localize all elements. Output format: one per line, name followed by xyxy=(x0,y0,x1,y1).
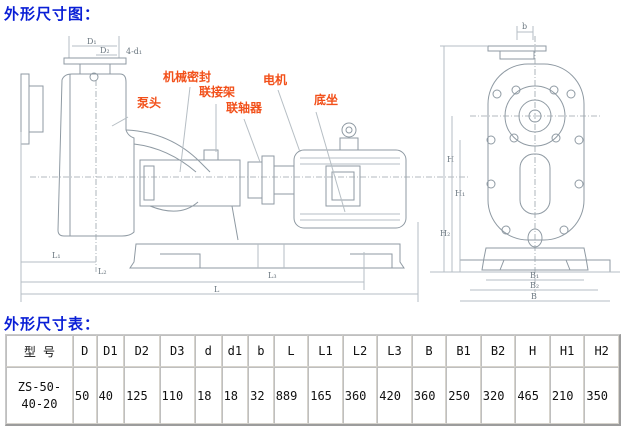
dim-label-h2: H₂ xyxy=(440,229,450,238)
pump-casing xyxy=(57,73,135,237)
header-cell: D xyxy=(72,335,97,367)
dim-label-l1: L₁ xyxy=(52,251,61,260)
header-cell: H xyxy=(515,335,550,367)
value-cell: 40 xyxy=(96,367,125,424)
value-cell: 360 xyxy=(342,367,378,424)
label-motor: 电机 xyxy=(263,72,287,87)
pump-outline-drawing: D₁ D₂ 4-d₁ xyxy=(20,22,620,302)
discharge-flange xyxy=(63,57,127,65)
value-cell: 320 xyxy=(480,367,516,424)
header-cell: L2 xyxy=(342,335,378,367)
dim-label-b2: B₂ xyxy=(530,281,539,290)
dimension-table: 型 号 D D1 D2 D3 d d1 b L L1 L2 L3 B B1 B2… xyxy=(5,334,621,426)
dim-label-h: H xyxy=(447,155,454,164)
value-cell: 32 xyxy=(248,367,274,424)
dim-label-b1: B₁ xyxy=(530,271,539,280)
end-view-flange xyxy=(487,45,547,52)
value-cell: 250 xyxy=(446,367,481,424)
value-cell: 165 xyxy=(308,367,343,424)
header-cell: b xyxy=(248,335,274,367)
label-connecting-frame: 联接架 xyxy=(199,84,235,99)
value-cell: 350 xyxy=(584,367,619,424)
header-cell: d xyxy=(195,335,222,367)
header-cell: H2 xyxy=(584,335,619,367)
value-cell: 360 xyxy=(411,367,447,424)
header-cell: L xyxy=(273,335,309,367)
model-line1: ZS-50- xyxy=(17,379,62,394)
motor-body xyxy=(293,149,407,229)
diagram-heading: 外形尺寸图： xyxy=(4,5,101,23)
dim-label-d2: D₂ xyxy=(100,46,110,55)
end-view-casing xyxy=(487,63,585,241)
header-cell: B2 xyxy=(480,335,516,367)
label-base: 底坐 xyxy=(314,92,338,107)
label-pump-head: 泵头 xyxy=(137,95,161,110)
discharge-neck xyxy=(79,63,111,75)
header-cell: D2 xyxy=(124,335,160,367)
model-line2: 40-20 xyxy=(21,396,58,411)
lifting-eye xyxy=(341,122,357,138)
value-cell: 210 xyxy=(549,367,585,424)
table-header-row: 型 号 D D1 D2 D3 d d1 b L L1 L2 L3 B B1 B2… xyxy=(6,335,619,367)
dim-label-bolt-holes: 4-d₁ xyxy=(126,47,142,56)
header-model: 型 号 xyxy=(6,335,73,367)
connecting-frame xyxy=(139,159,241,207)
coupling-half xyxy=(247,161,263,199)
header-cell: L3 xyxy=(377,335,412,367)
value-cell: 50 xyxy=(72,367,97,424)
header-cell: H1 xyxy=(549,335,585,367)
header-cell: B1 xyxy=(446,335,481,367)
header-cell: L1 xyxy=(308,335,343,367)
dim-label-b-total: B xyxy=(531,292,537,301)
dim-label-l: L xyxy=(214,285,220,294)
header-cell: D1 xyxy=(96,335,125,367)
value-cell: 18 xyxy=(195,367,222,424)
value-cell: 465 xyxy=(515,367,550,424)
header-cell: B xyxy=(411,335,447,367)
header-cell: D3 xyxy=(159,335,196,367)
table-row: ZS-50- 40-20 50 40 125 110 18 18 32 889 1… xyxy=(6,367,619,424)
end-view-base xyxy=(481,247,589,271)
side-view: D₁ D₂ 4-d₁ xyxy=(20,36,470,302)
dim-label-d1: D₁ xyxy=(87,37,97,46)
value-cell: 420 xyxy=(377,367,412,424)
dim-label-b: b xyxy=(522,22,527,31)
dim-label-l3: L₃ xyxy=(268,271,277,280)
label-coupling: 联轴器 xyxy=(226,100,263,115)
end-view: b H H₁ H₂ xyxy=(430,22,620,302)
header-cell: d1 xyxy=(221,335,249,367)
model-cell: ZS-50- 40-20 xyxy=(6,367,73,424)
value-cell: 125 xyxy=(124,367,160,424)
base-plate xyxy=(129,243,405,269)
value-cell: 18 xyxy=(221,367,249,424)
coupling-half xyxy=(261,155,275,205)
label-mechanical-seal: 机械密封 xyxy=(163,69,211,84)
suction-flange xyxy=(20,73,30,145)
value-cell: 889 xyxy=(273,367,309,424)
table-heading: 外形尺寸表： xyxy=(4,315,101,333)
dim-label-l2: L₂ xyxy=(98,267,107,276)
value-cell: 110 xyxy=(159,367,196,424)
